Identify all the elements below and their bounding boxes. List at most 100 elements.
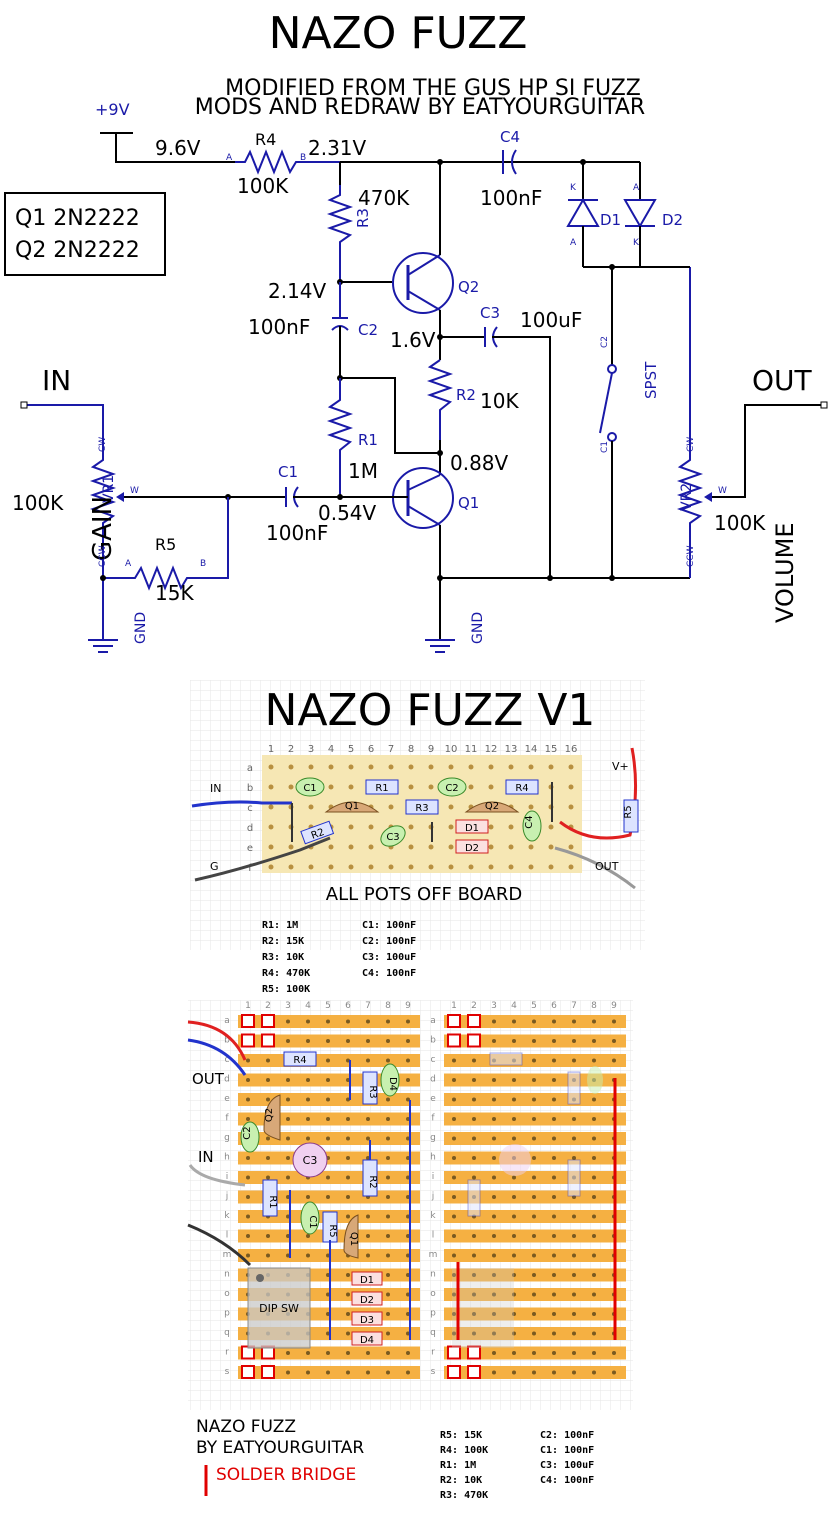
input-terminal <box>20 401 28 409</box>
vr2-value: 100K <box>714 511 766 535</box>
node-dot <box>437 575 443 581</box>
bom-capacitor: C4: 100nF <box>362 968 416 979</box>
strip-hole <box>492 1019 496 1024</box>
row-label: h <box>430 1153 436 1163</box>
row-label: i <box>432 1172 435 1182</box>
strip-hole <box>472 1292 476 1297</box>
node-dot <box>547 575 553 581</box>
column-label: 9 <box>428 744 434 755</box>
strip-hole <box>572 1253 576 1258</box>
node-dot <box>100 575 106 581</box>
strip-hole <box>366 1117 370 1121</box>
strip-hole <box>386 1097 390 1102</box>
column-label: 9 <box>611 1001 617 1011</box>
board-hole <box>468 764 474 770</box>
strip-hole <box>572 1331 576 1336</box>
strip-hole <box>492 1214 496 1219</box>
column-label: 4 <box>511 1001 517 1011</box>
c1-ref: C1 <box>278 463 298 481</box>
board-hole <box>348 824 354 830</box>
strip-hole <box>612 1019 616 1024</box>
bom-resistor: R3: 10K <box>262 952 304 963</box>
strip-hole <box>246 1234 250 1238</box>
board-hole <box>468 784 474 790</box>
q1-ref: Q1 <box>458 494 479 512</box>
pin-label: CCW <box>98 545 108 567</box>
strip-hole <box>306 1136 310 1141</box>
board-hole <box>368 864 374 870</box>
strip-hole <box>346 1039 350 1043</box>
strip-hole <box>472 1136 476 1141</box>
strip-hole <box>492 1039 496 1043</box>
board-hole <box>288 764 294 770</box>
strip-hole <box>366 1136 370 1141</box>
board-hole <box>528 764 534 770</box>
strip-hole <box>326 1117 330 1121</box>
row-label: d <box>224 1075 230 1085</box>
strip-hole <box>512 1351 516 1355</box>
strip-hole <box>306 1253 310 1258</box>
row-label: f <box>225 1114 229 1124</box>
strip-hole <box>306 1097 310 1102</box>
bom-resistor: R1: 1M <box>440 1460 476 1471</box>
strip-hole <box>266 1234 270 1238</box>
strip-hole <box>492 1097 496 1102</box>
strip-hole <box>286 1019 290 1024</box>
strip-hole <box>552 1331 556 1336</box>
switch-contact <box>607 432 617 442</box>
strip-hole <box>306 1195 310 1199</box>
voltage-r4: 2.31V <box>308 136 367 160</box>
output-terminal <box>820 401 828 409</box>
gain-label: GAIN <box>88 496 118 561</box>
sb-r3 <box>362 1071 378 1105</box>
strip-hole <box>512 1253 516 1258</box>
board-hole <box>488 864 494 870</box>
board-hole <box>408 784 414 790</box>
sb-d4-top-label: D4 <box>387 1077 398 1091</box>
voltage-q1-base: 0.54V <box>318 501 377 525</box>
wire-out <box>554 846 636 890</box>
pin-label: W <box>130 486 139 496</box>
column-label: 8 <box>408 744 414 755</box>
strip-hole <box>532 1312 536 1316</box>
switch-contact <box>607 364 617 374</box>
strip-hole <box>592 1019 596 1024</box>
v1-c1-label: C1 <box>303 783 316 794</box>
v1-c3 <box>380 825 406 847</box>
strip-hole <box>366 1253 370 1258</box>
resistor-r4 <box>235 149 340 175</box>
row-label: b <box>247 783 253 794</box>
board-hole <box>468 864 474 870</box>
strip-hole <box>472 1117 476 1121</box>
board-hole <box>368 764 374 770</box>
wire-in <box>191 800 292 808</box>
row-label: s <box>431 1367 436 1377</box>
corner-pad <box>467 1033 481 1048</box>
strip-hole <box>246 1214 250 1219</box>
r3-ref: R3 <box>354 208 372 228</box>
sb-ghost-r2 <box>567 1159 581 1197</box>
strip-hole <box>452 1175 456 1180</box>
strip-hole <box>472 1312 476 1316</box>
c4-value: 100nF <box>480 186 542 210</box>
column-label: 7 <box>388 744 394 755</box>
r4-value: 100K <box>237 174 289 198</box>
strip-hole <box>512 1292 516 1297</box>
strip-hole <box>452 1058 456 1063</box>
strip-hole <box>472 1331 476 1336</box>
strip-hole <box>326 1019 330 1024</box>
column-label: 5 <box>348 744 354 755</box>
board-hole <box>568 804 574 810</box>
strip-hole <box>346 1214 350 1219</box>
strip-hole <box>386 1234 390 1238</box>
corner-pad <box>241 1365 255 1379</box>
sb-wire-blue <box>187 1038 247 1076</box>
column-label: 12 <box>485 744 498 755</box>
wire-vplus <box>559 747 638 840</box>
strip-hole <box>492 1253 496 1258</box>
board-hole <box>348 844 354 850</box>
switch-ref: SPST <box>642 361 660 399</box>
board-hole <box>508 824 514 830</box>
v1-q2 <box>464 801 520 813</box>
